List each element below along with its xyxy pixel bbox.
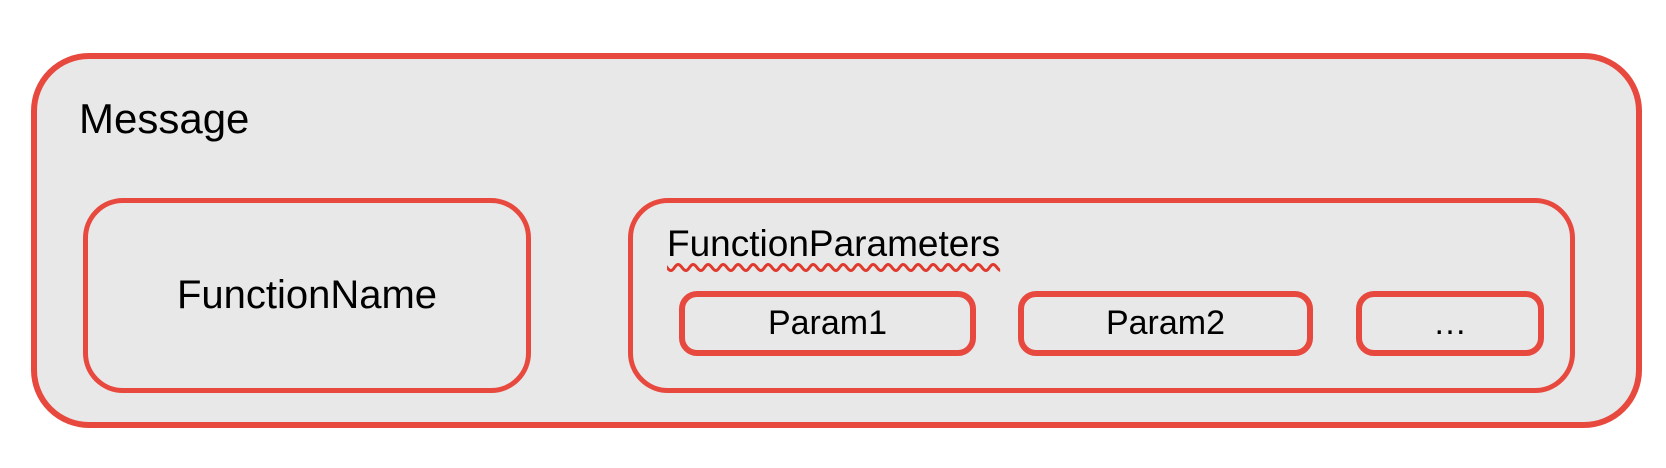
spellcheck-underline: FunctionParameters: [667, 223, 1001, 264]
param2-box: Param2: [1018, 291, 1313, 356]
param-ellipsis-label: …: [1433, 304, 1467, 342]
function-parameters-box: FunctionParameters Param1 Param2 …: [628, 198, 1575, 393]
function-name-box: FunctionName: [83, 198, 531, 393]
param1-box: Param1: [679, 291, 976, 356]
function-name-label: FunctionName: [176, 273, 438, 317]
param-ellipsis-box: …: [1356, 291, 1544, 356]
message-label: Message: [79, 95, 250, 142]
function-parameters-label: FunctionParameters: [667, 223, 1000, 266]
param2-label: Param2: [1105, 304, 1226, 342]
message-box: Message FunctionName FunctionParameters …: [31, 53, 1642, 428]
param1-label: Param1: [767, 304, 888, 342]
